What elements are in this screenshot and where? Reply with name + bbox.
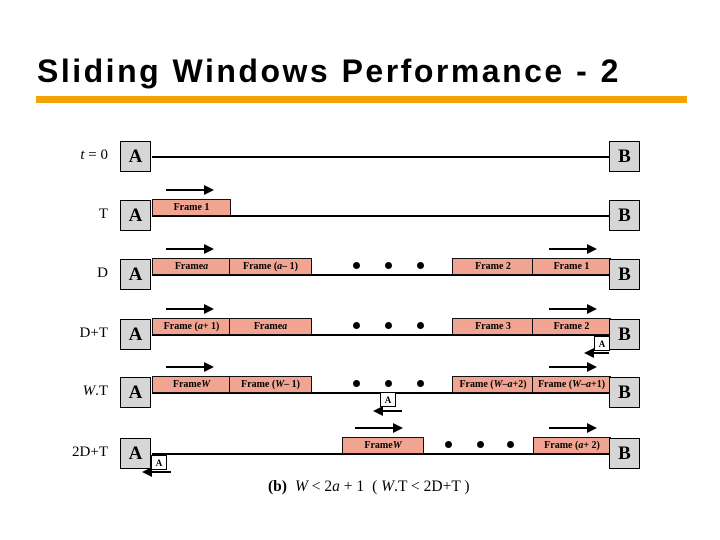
frame-box: Frame 1 [152, 199, 231, 216]
frame-box: Frame W [342, 437, 424, 454]
frame-box: Frame (W–a+1) [532, 376, 611, 393]
sender-node: A [120, 200, 151, 231]
figure-caption: (b) W < 2a + 1 ( W.T < 2D+T ) [268, 478, 470, 496]
row-label-2DplusT: 2D+T [72, 444, 108, 460]
timeline [152, 274, 609, 276]
frame-box: Frame (a + 1) [152, 318, 231, 335]
frame-transmit-arrow-icon [166, 244, 214, 254]
frame-box: Frame 2 [452, 258, 534, 275]
frame-transmit-arrow-icon [549, 362, 597, 372]
caption-formula: W < 2a + 1 [294, 478, 365, 495]
frame-box: Frame (W – 1) [229, 376, 312, 393]
receiver-node: B [609, 259, 640, 290]
sender-node: A [120, 259, 151, 290]
sender-node: A [120, 438, 151, 469]
sender-node: A [120, 319, 151, 350]
frame-transmit-arrow-icon [166, 362, 214, 372]
slide-title: Sliding Windows Performance - 2 [37, 53, 621, 89]
frame-box: Frame (a – 1) [229, 258, 312, 275]
frame-box: Frame 1 [532, 258, 611, 275]
sender-node: A [120, 377, 151, 408]
frame-transmit-arrow-icon [549, 304, 597, 314]
frame-box: Frame a [152, 258, 231, 275]
row-label-t0: t = 0 [80, 147, 108, 163]
caption-index: (b) [268, 478, 287, 495]
ack-arrow-icon [373, 406, 402, 416]
ack-arrow-icon [142, 467, 171, 477]
receiver-node: B [609, 319, 640, 350]
receiver-node: B [609, 200, 640, 231]
title-underline [36, 96, 687, 103]
timeline [152, 334, 609, 336]
frame-transmit-arrow-icon [166, 185, 214, 195]
ack-box: A [380, 392, 396, 407]
frame-box: Frame (a + 2) [533, 437, 611, 454]
row-label-WT: W.T [82, 383, 108, 399]
receiver-node: B [609, 141, 640, 172]
row-label-T: T [98, 206, 108, 222]
timeline [152, 215, 609, 217]
caption-condition: ( W.T < 2D+T ) [372, 478, 470, 495]
sender-node: A [120, 141, 151, 172]
frame-transmit-arrow-icon [355, 423, 403, 433]
ack-box: A [151, 455, 167, 470]
timeline [152, 156, 609, 158]
frame-box: Frame W [152, 376, 231, 393]
frame-box: Frame 3 [452, 318, 534, 335]
row-label-DplusT: D+T [79, 325, 108, 341]
row-label-D: D [97, 265, 108, 281]
ack-box: A [594, 336, 610, 351]
frame-transmit-arrow-icon [549, 423, 597, 433]
frame-transmit-arrow-icon [166, 304, 214, 314]
frame-box: Frame (W–a+2) [452, 376, 534, 393]
frame-transmit-arrow-icon [549, 244, 597, 254]
frame-box: Frame a [229, 318, 312, 335]
receiver-node: B [609, 377, 640, 408]
ack-arrow-icon [584, 348, 609, 358]
frame-box: Frame 2 [532, 318, 611, 335]
receiver-node: B [609, 438, 640, 469]
